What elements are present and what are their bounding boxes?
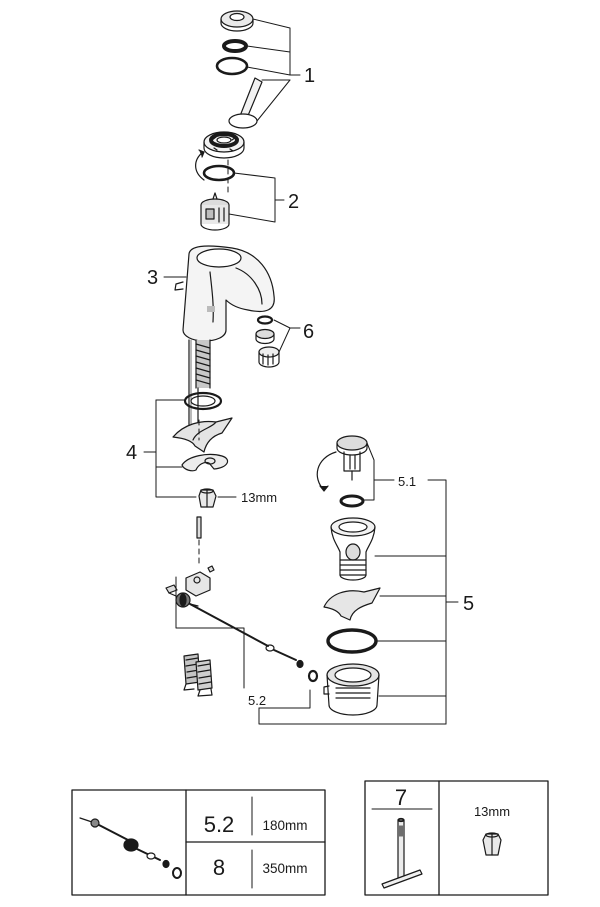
popup-plug xyxy=(336,435,368,481)
rotation-arrow-1 xyxy=(195,149,205,181)
rod-row-1-id: 5.2 xyxy=(204,812,235,837)
callout-5-leaders xyxy=(363,442,459,725)
callout-5-2-leaders xyxy=(175,576,447,725)
waste-support-plate xyxy=(323,587,381,621)
lever-handle xyxy=(228,77,263,129)
waste-o-ring xyxy=(326,628,378,654)
callout-1: 1 xyxy=(304,65,315,87)
o-ring-large xyxy=(215,56,249,76)
mounting-stud xyxy=(196,516,202,539)
callout-5: 5 xyxy=(463,593,474,615)
waste-body xyxy=(330,517,376,581)
popup-washer xyxy=(339,494,365,508)
popup-waste-assembly xyxy=(316,435,381,716)
callout-2: 2 xyxy=(288,191,299,213)
hex-nut-icon xyxy=(482,832,502,856)
pivot-rod xyxy=(189,603,297,661)
aerator-parts xyxy=(255,315,280,368)
tool-nut-size: 13mm xyxy=(474,804,510,819)
cap-top xyxy=(220,10,254,32)
rod-row-2-id: 8 xyxy=(213,855,225,880)
nut-size-label: 13mm xyxy=(241,490,277,505)
horseshoe-plate xyxy=(181,453,229,472)
callout-6: 6 xyxy=(303,321,314,343)
tool-id: 7 xyxy=(395,785,407,810)
clevis-block xyxy=(165,565,215,597)
callout-5-2: 5.2 xyxy=(248,693,266,708)
handle-cap-assembly xyxy=(195,10,263,182)
callout-4-leaders xyxy=(143,399,237,498)
tool-table xyxy=(364,780,549,896)
callout-2-leaders xyxy=(228,172,285,223)
popup-lever-assembly xyxy=(165,565,319,697)
callout-4: 4 xyxy=(126,442,137,464)
assembly-axis-lines xyxy=(198,159,229,567)
flexible-hoses-pair xyxy=(183,653,213,697)
rod-illustration xyxy=(79,817,182,879)
retaining-nut xyxy=(203,131,245,159)
rod-row-1-length: 180mm xyxy=(262,818,307,833)
hex-nut-13mm xyxy=(198,488,217,508)
flex-hose xyxy=(195,339,211,429)
rotation-arrow-2 xyxy=(316,451,337,492)
callout-5-1: 5.1 xyxy=(398,474,416,489)
rod-washers xyxy=(296,659,319,683)
socket-wrench-tool xyxy=(381,817,423,889)
threaded-rod xyxy=(188,339,192,431)
faucet-body xyxy=(174,245,275,342)
rod-length-table xyxy=(71,789,326,896)
rod-row-2-length: 350mm xyxy=(262,861,307,876)
support-plate xyxy=(172,417,233,453)
mounting-set xyxy=(172,391,233,539)
gasket-washer xyxy=(183,391,223,411)
waste-nut xyxy=(323,663,380,716)
cap-ring xyxy=(222,39,248,53)
callout-6-leaders xyxy=(273,319,301,353)
callout-3: 3 xyxy=(147,267,158,289)
o-ring-small xyxy=(202,164,236,182)
callout-1-leaders xyxy=(246,18,301,122)
cartridge xyxy=(200,192,230,231)
